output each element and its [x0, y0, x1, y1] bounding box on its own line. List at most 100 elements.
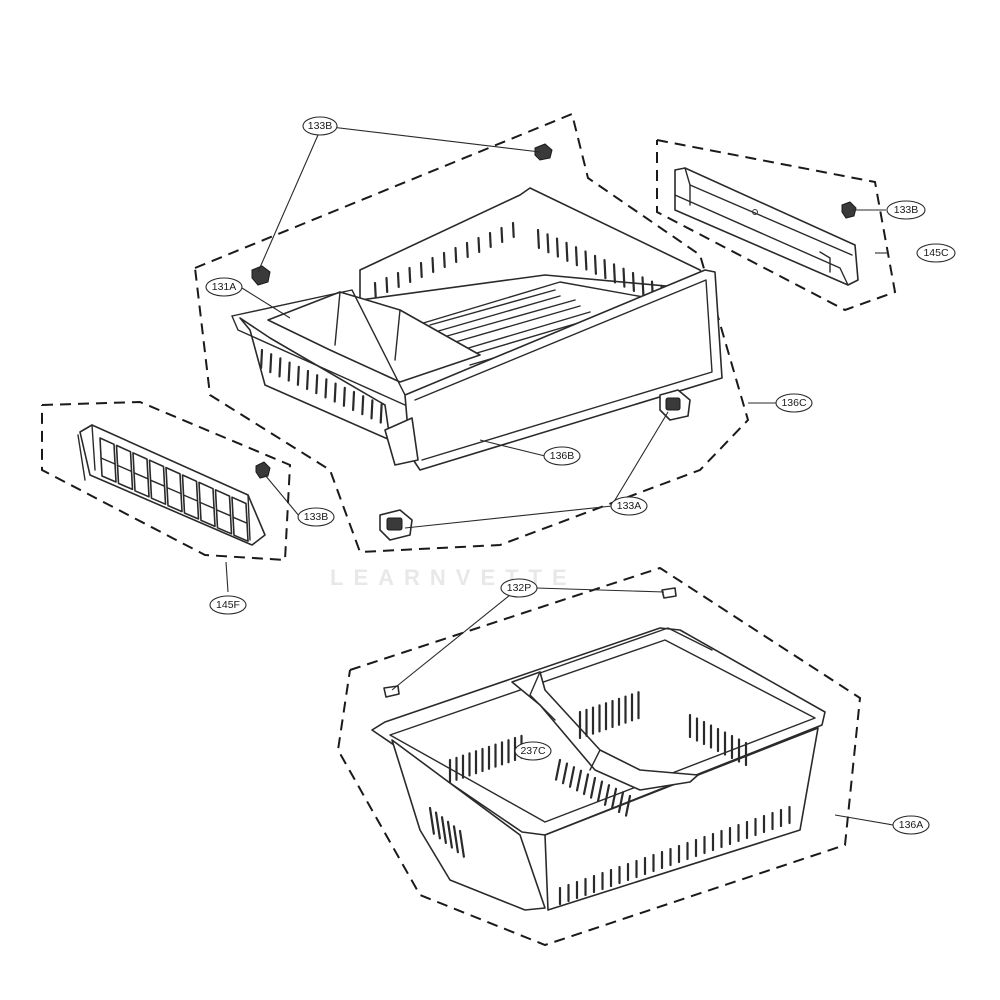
vent-slot [477, 236, 481, 254]
vent-slot [641, 276, 645, 297]
vent-slot [589, 776, 597, 799]
callout-237c: 237C [514, 741, 552, 761]
vent-slot [428, 806, 435, 835]
callout-133b-top: 133B [302, 116, 338, 136]
vent-slot [361, 395, 365, 416]
vent-slot [296, 365, 300, 386]
callout-131a: 131A [205, 277, 243, 297]
vent-slot [408, 266, 412, 284]
vent-slot [452, 825, 459, 854]
vent-slot [617, 791, 625, 814]
boundary-rail-145f [41, 400, 292, 562]
vent-slot [333, 382, 337, 403]
callout-136b: 136B [543, 446, 581, 466]
tab-132p-left [383, 685, 400, 698]
vent-slot [596, 780, 604, 803]
clip-133b-left-drawer [251, 265, 271, 286]
vent-slot [434, 811, 441, 840]
vent-slot [269, 353, 273, 374]
grille-cell [132, 452, 150, 498]
vent-slot [385, 276, 389, 294]
grille-bar [166, 486, 182, 495]
vent-slot [440, 816, 447, 845]
grille-cell [198, 481, 216, 528]
vent-slot [446, 820, 453, 849]
grille-cell [181, 474, 200, 520]
grille-bar [182, 494, 199, 502]
vent-slot [554, 758, 562, 781]
grille-bar [116, 464, 133, 473]
vent-slot [500, 226, 504, 244]
roller-133a-left [379, 509, 413, 541]
vent-slot [603, 259, 607, 280]
vent-slot [342, 386, 346, 407]
callout-label: 136C [781, 397, 807, 409]
grille-bar [133, 472, 149, 480]
callout-133b-right: 133B [886, 200, 926, 220]
vent-slot [379, 403, 383, 424]
vent-slot [546, 233, 550, 254]
callout-label: 132P [507, 582, 532, 594]
callout-136a: 136A [892, 815, 930, 835]
grille-cell [165, 466, 183, 513]
vent-slot [315, 374, 319, 395]
vent-slot [582, 773, 590, 796]
vent-slot [624, 794, 632, 817]
vent-slot [370, 399, 374, 420]
leader-lines [225, 126, 894, 826]
vent-slot [458, 829, 465, 858]
vent-slot [631, 271, 635, 293]
vent-slot [278, 357, 282, 378]
vent-slot [603, 784, 611, 806]
watermark: LEARNVETTE [330, 565, 577, 590]
vent-slot [431, 256, 435, 274]
vent-slot [565, 241, 569, 262]
vent-slot [622, 267, 626, 288]
vent-slot [324, 378, 328, 399]
vent-slot [612, 263, 616, 284]
vent-slot [511, 221, 515, 239]
callout-136c: 136C [775, 393, 813, 413]
vent-slot [396, 271, 400, 289]
grille-cell [231, 496, 249, 542]
callout-label: 131A [212, 281, 237, 293]
grille-cell [148, 459, 167, 505]
vent-slot [610, 787, 618, 810]
vent-slot [488, 231, 492, 249]
rail-145f [77, 424, 266, 546]
vent-slot [260, 348, 264, 370]
callout-label: 145C [923, 247, 949, 259]
grille-bar [199, 501, 215, 510]
vent-slot [287, 361, 291, 382]
callout-label: 136B [550, 450, 575, 462]
grille-bar [232, 516, 248, 524]
boundary-rail-145c [656, 139, 897, 312]
roller-133a-right [659, 389, 691, 421]
vent-slot [536, 228, 540, 250]
vent-slot [454, 246, 458, 264]
callout-132p: 132P [500, 578, 538, 598]
clip-133b-rail-145f [255, 461, 271, 479]
vent-slot [574, 246, 578, 267]
vent-slot [419, 261, 423, 279]
vent-slot [465, 241, 469, 259]
clip-133b-rail-145c [841, 201, 857, 219]
grille-bar [100, 457, 116, 465]
clip-133b-top [534, 143, 553, 161]
callout-label: 145F [216, 599, 240, 611]
callout-label: 237C [520, 745, 546, 757]
vent-slot [593, 254, 597, 275]
rail-145c [674, 167, 859, 286]
callout-label: 133B [308, 120, 333, 132]
callout-133a: 133A [610, 496, 648, 516]
callout-label: 133B [304, 511, 329, 523]
tab-132p-right [661, 587, 677, 599]
lower-basket-136a [371, 627, 826, 911]
grille-bar [149, 479, 166, 487]
grille-bar [215, 509, 232, 517]
vent-slot [561, 762, 569, 785]
vent-slot [568, 766, 576, 788]
callout-label: 133B [894, 204, 919, 216]
callout-label: 133A [617, 500, 642, 512]
